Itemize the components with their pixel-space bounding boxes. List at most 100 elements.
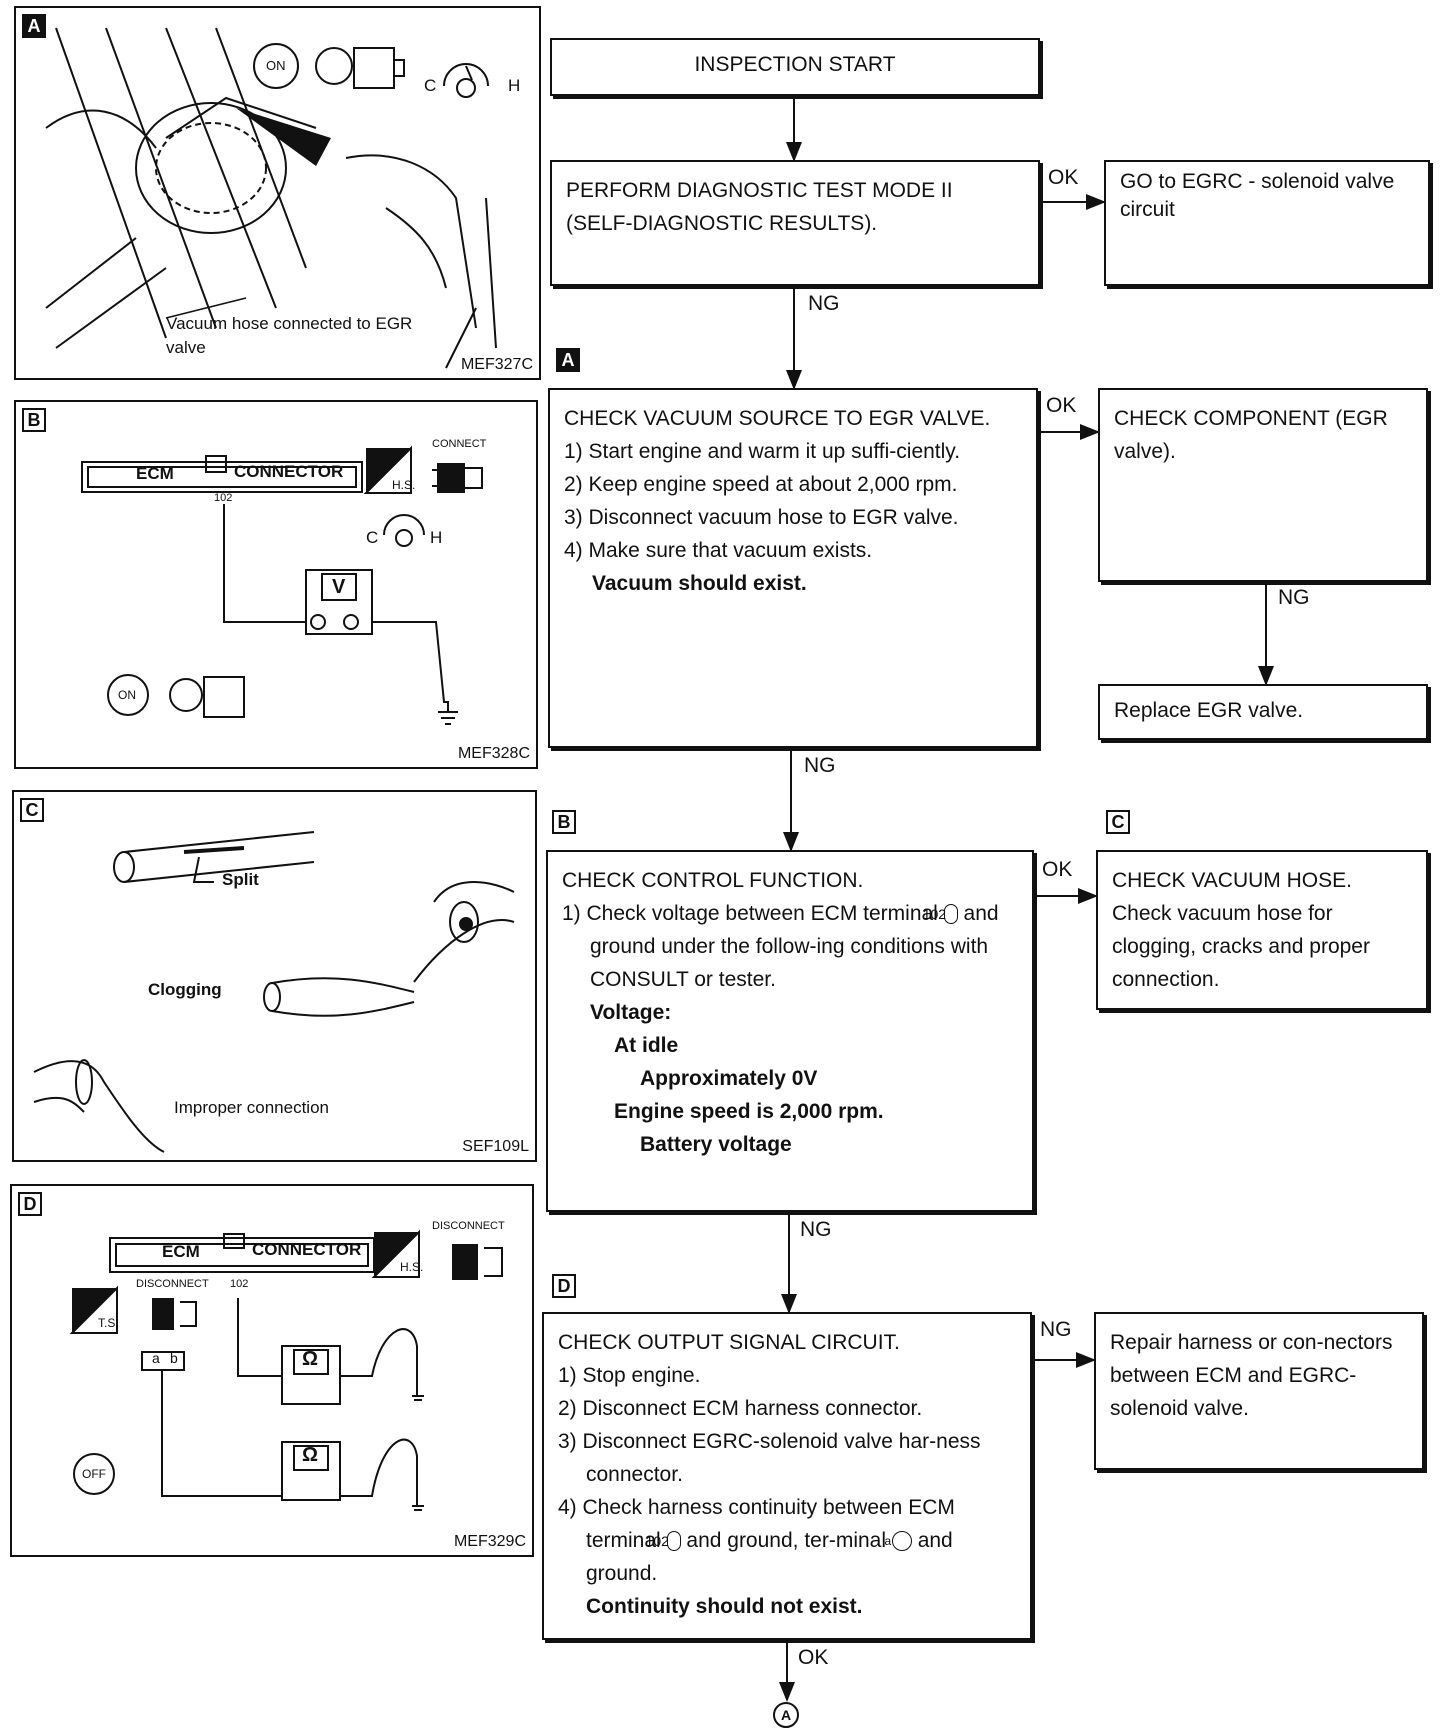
flow-tag-d: D: [552, 1274, 576, 1298]
flow-tag-b: B: [552, 810, 576, 834]
panel-d-ohmmeter-2: Ω: [302, 1444, 319, 1466]
flow-tag-c: C: [1106, 810, 1130, 834]
voltage-test-illustration: [81, 445, 483, 725]
ng-label-4: NG: [800, 1218, 832, 1241]
ng-label-2: NG: [1278, 586, 1310, 609]
output-step-4-pre: 4) Check harness continuity between ECM …: [558, 1496, 955, 1552]
panel-d-connector-label: CONNECTOR: [252, 1240, 362, 1259]
panel-a-key-label: ON: [266, 58, 286, 73]
panel-c-improper-label: Improper connection: [174, 1098, 329, 1117]
ng-label-1: NG: [808, 292, 840, 315]
panel-d-terminal-b: b: [170, 1350, 178, 1366]
illustration-panel-c: C Split Clogging Improper connection SEF…: [12, 790, 537, 1162]
panel-d-disconnect-top-label: DISCONNECT: [432, 1220, 505, 1232]
replace-egr-box: Replace EGR valve.: [1098, 684, 1428, 740]
control-function-box: CHECK CONTROL FUNCTION. 1) Check voltage…: [546, 850, 1034, 1212]
check-vacuum-hose-box: CHECK VACUUM HOSE. Check vacuum hose for…: [1096, 850, 1428, 1010]
panel-b-c-label: C: [366, 528, 379, 547]
output-step-2: 2) Disconnect ECM harness connector.: [558, 1397, 923, 1420]
control-step-1: 1) Check voltage between ECM terminal 10…: [562, 897, 1018, 996]
inspection-start-box: INSPECTION START: [550, 38, 1040, 96]
panel-d-ecm-label: ECM: [162, 1242, 200, 1261]
check-vacuum-hose-title: CHECK VACUUM HOSE.: [1112, 869, 1352, 892]
check-component-box: CHECK COMPONENT (EGR valve).: [1098, 388, 1428, 582]
egrc-solenoid-box: GO to EGRC - solenoid valve circuit: [1104, 160, 1430, 286]
output-step-4: 4) Check harness continuity between ECM …: [558, 1491, 1016, 1590]
panel-b-hs-label: H.S.: [392, 478, 416, 492]
control-step-1-post: and ground under the follow-ing conditio…: [590, 902, 999, 991]
ok-label-1: OK: [1048, 166, 1079, 189]
diagnostic-test-text: PERFORM DIAGNOSTIC TEST MODE II (SELF-DI…: [566, 179, 953, 235]
panel-d-ohmmeter-1: Ω: [302, 1348, 319, 1370]
panel-a-tag: A: [22, 14, 46, 38]
ng-label-3: NG: [804, 754, 836, 777]
output-signal-box: CHECK OUTPUT SIGNAL CIRCUIT. 1) Stop eng…: [542, 1312, 1032, 1640]
vacuum-step-4: 4) Make sure that vacuum exists.: [564, 539, 873, 562]
panel-b-terminal-label: 102: [214, 492, 233, 504]
inspection-start-label: INSPECTION START: [694, 53, 896, 76]
panel-c-clogging-label: Clogging: [148, 980, 222, 999]
continuity-test-illustration: [69, 1229, 503, 1511]
ok-label-4: OK: [798, 1646, 829, 1669]
check-component-text: CHECK COMPONENT (EGR valve).: [1114, 407, 1388, 463]
ng-label-5: NG: [1040, 1318, 1072, 1341]
panel-b-ecm-label: ECM: [136, 464, 174, 483]
vacuum-result: Vacuum should exist.: [592, 572, 807, 595]
voltage-heading: Voltage:: [590, 1001, 672, 1024]
egr-valve-illustration: [45, 27, 497, 369]
vacuum-source-box: CHECK VACUUM SOURCE TO EGR VALVE. 1) Sta…: [548, 388, 1038, 748]
panel-a-caption: Vacuum hose connected to EGR valve: [166, 314, 413, 357]
terminal-102-badge-2: 102: [646, 1531, 681, 1552]
vacuum-step-2: 2) Keep engine speed at about 2,000 rpm.: [564, 473, 958, 496]
diagnostic-test-box: PERFORM DIAGNOSTIC TEST MODE II (SELF-DI…: [550, 160, 1040, 286]
output-step-3: 3) Disconnect EGRC-solenoid valve har-ne…: [558, 1430, 981, 1486]
panel-d-key-label: OFF: [82, 1467, 106, 1481]
output-step-4-mid: and ground, ter-minal: [686, 1529, 887, 1552]
panel-c-tag: C: [20, 798, 44, 822]
panel-b-h-label: H: [430, 528, 443, 547]
replace-egr-text: Replace EGR valve.: [1114, 699, 1304, 722]
vacuum-step-3: 3) Disconnect vacuum hose to EGR valve.: [564, 506, 959, 529]
panel-b-tag: B: [22, 408, 46, 432]
panel-d-figure-id: MEF329C: [453, 1533, 526, 1550]
repair-harness-text: Repair harness or con-nectors between EC…: [1110, 1331, 1393, 1420]
panel-c-figure-id: SEF109L: [462, 1138, 529, 1155]
idle-value: Approximately 0V: [640, 1067, 818, 1090]
terminal-102-badge: 102: [923, 904, 958, 925]
panel-a-c-label: C: [424, 76, 437, 95]
vacuum-source-title: CHECK VACUUM SOURCE TO EGR VALVE.: [564, 407, 991, 430]
panel-b-figure-id: MEF328C: [457, 745, 530, 762]
terminal-a-badge: a: [885, 1531, 912, 1552]
output-signal-title: CHECK OUTPUT SIGNAL CIRCUIT.: [558, 1331, 900, 1354]
panel-d-terminal-label: 102: [230, 1278, 249, 1290]
check-vacuum-hose-text: Check vacuum hose for clogging, cracks a…: [1112, 902, 1370, 991]
end-connector-a: A: [773, 1702, 799, 1728]
panel-d-ts-label: T.S.: [98, 1316, 119, 1330]
vacuum-hose-illustration: [33, 831, 515, 1153]
egrc-solenoid-text: GO to EGRC - solenoid valve circuit: [1120, 170, 1395, 221]
idle-label: At idle: [614, 1034, 679, 1057]
panel-a-h-label: H: [508, 76, 521, 95]
panel-d-hs-label: H.S.: [400, 1260, 424, 1274]
control-step-1-pre: 1) Check voltage between ECM terminal: [562, 902, 938, 925]
panel-d-disconnect-left-label: DISCONNECT: [136, 1278, 209, 1290]
repair-harness-box: Repair harness or con-nectors between EC…: [1094, 1312, 1424, 1470]
ok-label-2: OK: [1046, 394, 1077, 417]
speed-label: Engine speed is 2,000 rpm.: [614, 1100, 884, 1123]
control-function-title: CHECK CONTROL FUNCTION.: [562, 869, 864, 892]
output-step-1: 1) Stop engine.: [558, 1364, 701, 1387]
illustration-panel-b: B ECM CONNECTOR 102 CONNECT H.S. C H V O…: [14, 400, 538, 769]
ok-label-3: OK: [1042, 858, 1073, 881]
panel-b-connector-label: CONNECTOR: [234, 462, 344, 481]
speed-value: Battery voltage: [640, 1133, 792, 1156]
panel-b-connect-label: CONNECT: [432, 438, 487, 450]
panel-b-voltmeter-label: V: [332, 576, 346, 598]
vacuum-step-1: 1) Start engine and warm it up suffi-cie…: [564, 440, 961, 463]
panel-b-key-label: ON: [118, 688, 136, 702]
panel-a-figure-id: MEF327C: [460, 356, 533, 373]
panel-c-split-label: Split: [222, 870, 259, 889]
output-step-4-post: and ground.: [586, 1529, 953, 1585]
continuity-result: Continuity should not exist.: [586, 1595, 863, 1618]
flow-tag-a: A: [556, 348, 580, 372]
